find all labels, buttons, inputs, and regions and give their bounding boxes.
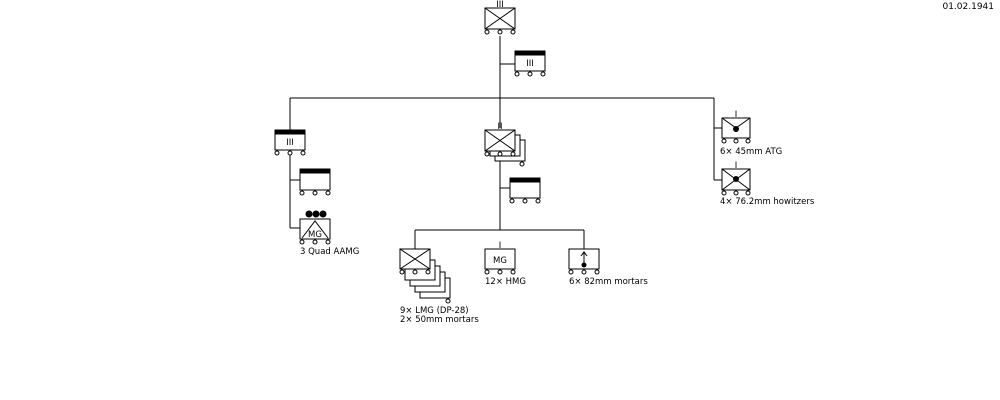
atg-battery-size-mark: I	[735, 110, 738, 120]
regiment-hq-symbol: III	[514, 50, 546, 77]
document-date: 01.02.1941	[942, 2, 994, 12]
mg-badge: MG	[493, 256, 507, 266]
aamg-caption: 3 Quad AAMG	[300, 247, 359, 257]
support-company-symbol	[299, 168, 331, 196]
rifle-company-caption-2: 2× 50mm mortars	[400, 315, 479, 325]
howitzer-battery-caption: 4× 76.2mm howitzers	[720, 197, 815, 207]
rifle-company-symbol: I	[399, 241, 451, 304]
rifle-battalion-size-mark: II	[497, 122, 502, 132]
atg-battery-symbol: I	[721, 110, 751, 144]
aamg-unit-symbol: MG	[299, 210, 331, 245]
howitzer-battery-size-mark: I	[735, 161, 738, 171]
mortar-company-caption: 6× 82mm mortars	[569, 277, 648, 287]
howitzer-battery-symbol: I	[721, 161, 751, 196]
regiment-symbol: III	[484, 0, 516, 35]
mg-company-size-mark: I	[499, 241, 502, 251]
rifle-battalion-symbol: II	[484, 122, 526, 167]
support-battalion-symbol: III	[274, 129, 306, 156]
regiment-size-mark: III	[496, 0, 504, 10]
rifle-company-size-mark: I	[414, 241, 417, 251]
rifle-company-caption-1: 9× LMG (DP-28)	[400, 306, 469, 316]
aamg-badge: MG	[308, 230, 322, 240]
support-battalion-size-mark: III	[286, 138, 294, 148]
atg-battery-caption: 6× 45mm ATG	[720, 147, 782, 157]
mg-company-symbol: MG I	[484, 241, 516, 275]
mortar-company-size-mark: I	[583, 241, 586, 251]
mortar-company-symbol: I	[568, 241, 600, 275]
battalion-hq-symbol	[509, 177, 541, 204]
regiment-hq-size-mark: III	[526, 59, 534, 69]
mg-company-caption: 12× HMG	[485, 277, 526, 287]
connector-lines	[289, 36, 722, 249]
